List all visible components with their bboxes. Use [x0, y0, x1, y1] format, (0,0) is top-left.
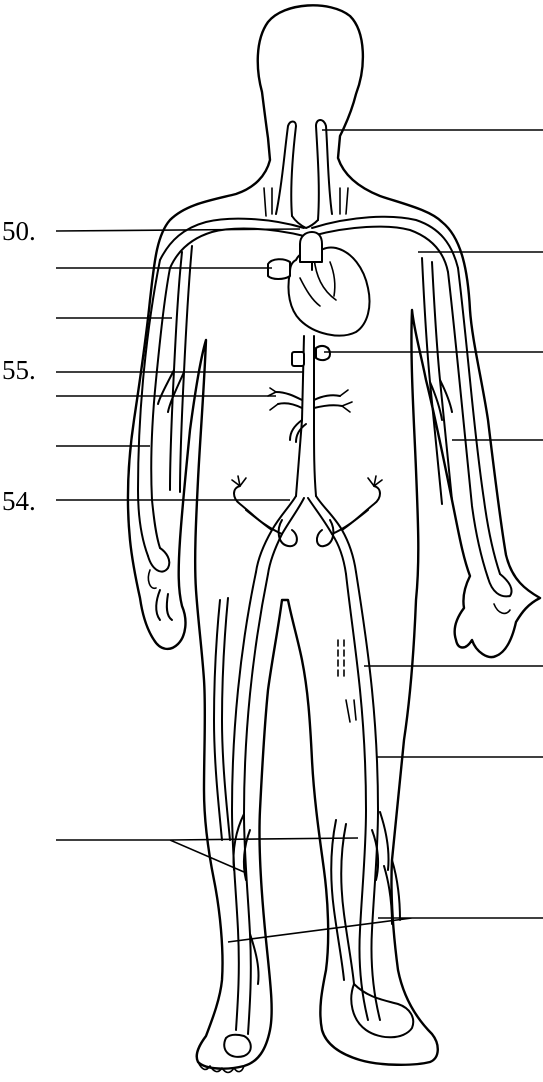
label-55: 55.: [2, 355, 36, 385]
label-54: 54.: [2, 486, 36, 516]
labels: 50. 55. 54.: [2, 216, 36, 516]
label-50: 50.: [2, 216, 36, 246]
